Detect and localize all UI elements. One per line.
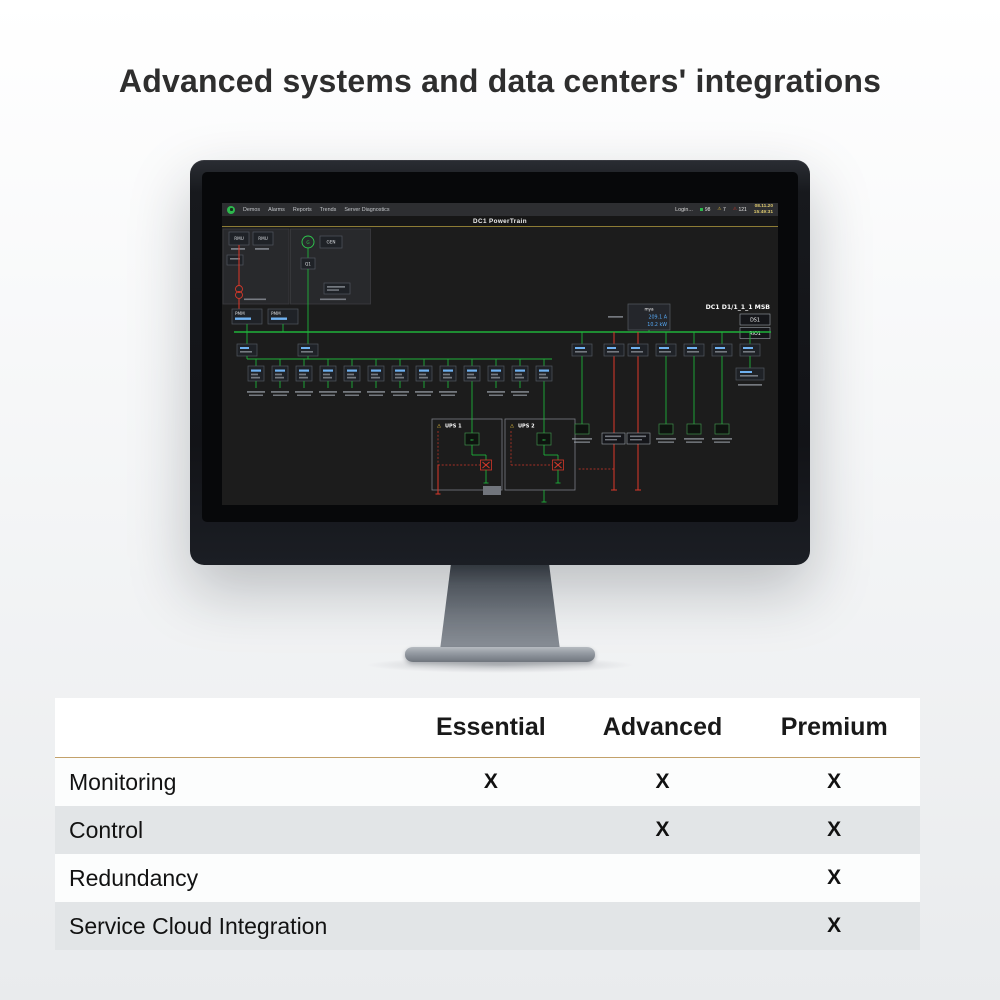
feature-label: Monitoring <box>69 768 177 795</box>
svg-text:10.2 kW: 10.2 kW <box>647 322 667 328</box>
column-header-advanced: Advanced <box>602 713 723 741</box>
table-row-control: Control X X <box>55 806 920 854</box>
feature-label: Service Cloud Integration <box>69 912 328 939</box>
cell-mark: X <box>827 818 842 841</box>
svg-text:UPS 2: UPS 2 <box>518 424 535 430</box>
ups-1-section: ⚠ UPS 1 ≈ <box>431 381 503 495</box>
table-header-row: Essential Advanced Premium <box>55 698 920 758</box>
screen-title-bar: DC1 PowerTrain <box>222 216 778 227</box>
svg-text:Q1: Q1 <box>305 261 311 266</box>
monitor-screen: Demos Alarms Reports Trends Server Diagn… <box>202 172 798 522</box>
cell-mark: X <box>827 914 842 937</box>
scada-dashboard: Demos Alarms Reports Trends Server Diagn… <box>222 203 778 505</box>
bypass-feeders <box>578 332 651 491</box>
inverter-icon: ≈ <box>542 438 546 444</box>
column-header-premium: Premium <box>780 713 888 741</box>
table-row-redundancy: Redundancy X <box>55 854 920 902</box>
incomer-panel: RMU RMU <box>222 228 290 309</box>
feature-label: Redundancy <box>69 864 199 891</box>
svg-text:209.1 A: 209.1 A <box>648 315 667 321</box>
svg-text:mya: mya <box>644 307 654 312</box>
cell-mark: X <box>827 866 842 889</box>
cell-mark: X <box>655 818 670 841</box>
nav-item-trends[interactable]: Trends <box>319 206 337 213</box>
sub-bus-section <box>236 332 552 360</box>
svg-text:RMU: RMU <box>234 236 244 241</box>
badge-value: 121 <box>738 206 747 213</box>
column-header-essential: Essential <box>435 713 546 741</box>
time-text: 15:49:31 <box>753 209 773 215</box>
warning-icon: ⚠ <box>437 424 442 430</box>
monitor: Demos Alarms Reports Trends Server Diagn… <box>190 160 810 565</box>
navbar-right-cluster: Login... 98 ⚠ 7 ⚠ 121 08.11.20 <box>675 204 773 216</box>
plans-comparison-table: Essential Advanced Premium Monitoring X … <box>55 698 920 950</box>
power-meter-panel: mya 209.1 A 10.2 kW <box>608 303 671 332</box>
svg-text:RMU: RMU <box>258 236 268 241</box>
svg-text:GEN: GEN <box>326 240 335 245</box>
nav-item-demos[interactable]: Demos <box>243 206 261 213</box>
right-feeders <box>571 332 765 443</box>
datetime-display: 08.11.20 15:49:31 <box>754 204 773 216</box>
login-button[interactable]: Login... <box>675 206 693 213</box>
badge-value: 98 <box>704 206 711 213</box>
cell-mark: X <box>827 770 842 793</box>
ups-2-section: ⚠ UPS 2 ≈ <box>504 381 576 491</box>
inverter-icon: ≈ <box>470 438 474 444</box>
svg-text:DC1 D1/1_1_1 MSB: DC1 D1/1_1_1 MSB <box>706 304 771 311</box>
status-badge-warnings[interactable]: ⚠ 7 <box>717 207 725 213</box>
warning-icon: ⚠ <box>717 206 722 212</box>
svg-text:G: G <box>306 240 309 245</box>
svg-text:PMM: PMM <box>235 311 245 316</box>
date-text: 08.11.20 <box>754 203 773 209</box>
svg-text:PMM: PMM <box>271 311 281 316</box>
monitor-stand-base <box>405 647 595 662</box>
feature-label: Control <box>69 816 144 843</box>
svg-text:UPS 1: UPS 1 <box>445 424 462 430</box>
table-row-monitoring: Monitoring X X X <box>55 758 920 806</box>
svg-text:DS1: DS1 <box>750 318 760 324</box>
page-title: Advanced systems and data centers' integ… <box>118 63 882 99</box>
nav-item-server-diagnostics[interactable]: Server Diagnostics <box>344 206 390 213</box>
breaker-row <box>247 359 553 396</box>
table-row-service-cloud: Service Cloud Integration X <box>55 902 920 950</box>
nav-item-alarms[interactable]: Alarms <box>268 206 285 213</box>
alarm-icon: ⚠ <box>732 206 737 212</box>
meter-icon <box>699 207 704 212</box>
svg-text:RIO1: RIO1 <box>749 331 761 337</box>
generator-panel: G GEN Q1 <box>290 228 371 332</box>
pmm-meters: PMM PMM <box>231 308 299 332</box>
status-badge-power[interactable]: 98 <box>699 206 711 213</box>
status-badge-alarms[interactable]: ⚠ 121 <box>733 207 747 213</box>
monitor-stand-neck <box>440 565 560 650</box>
ups-output <box>483 486 547 503</box>
msb-labels: DC1 D1/1_1_1 MSB DS1 RIO1 <box>706 304 771 339</box>
cell-mark: X <box>655 770 670 793</box>
dashboard-navbar: Demos Alarms Reports Trends Server Diagn… <box>222 203 778 216</box>
cell-mark: X <box>483 770 498 793</box>
brand-logo-icon <box>227 205 235 214</box>
one-line-diagram: RMU RMU G <box>222 228 771 503</box>
screen-title: DC1 PowerTrain <box>473 217 527 225</box>
nav-item-reports[interactable]: Reports <box>292 206 312 213</box>
warning-icon: ⚠ <box>510 424 515 430</box>
badge-value: 7 <box>723 206 726 213</box>
